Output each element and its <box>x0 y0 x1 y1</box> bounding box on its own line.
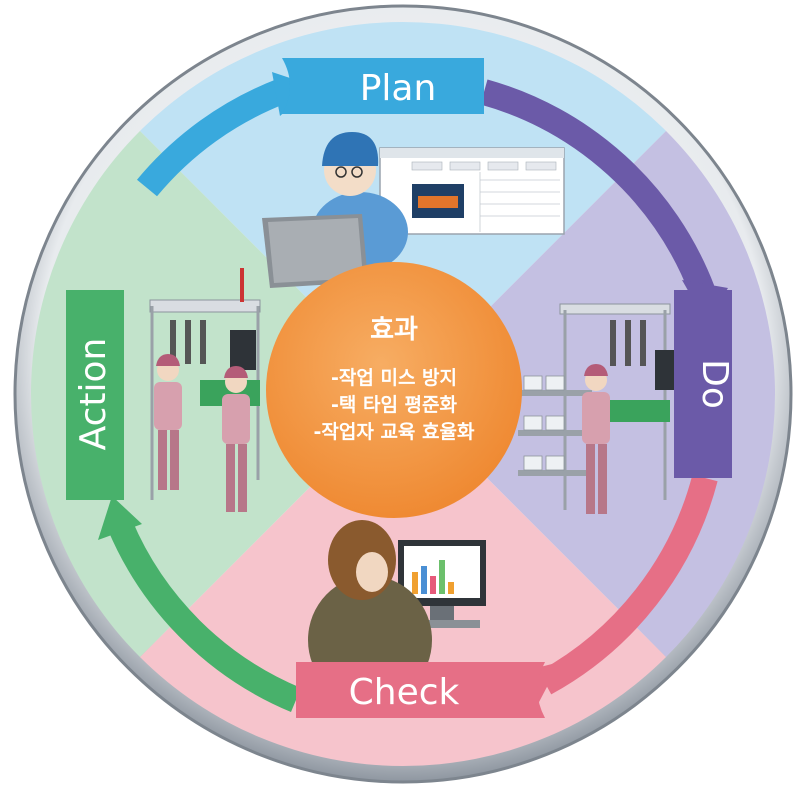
plan-document-window <box>379 147 565 235</box>
action-label: Action <box>73 338 114 451</box>
do-to-check-arrow <box>538 474 718 695</box>
do-label-band <box>674 290 732 478</box>
arrow-head-action <box>98 496 142 540</box>
do-illustration <box>518 303 685 514</box>
action-worker-2 <box>222 394 250 444</box>
center-circle <box>266 262 522 518</box>
action-label-band <box>66 290 124 500</box>
center-item-2: -택 타임 평준화 <box>331 394 458 416</box>
plan-label-band <box>282 58 484 114</box>
action-to-plan-arrow <box>136 78 287 197</box>
plan-illustration <box>262 132 565 288</box>
check-to-action-arrow <box>108 519 302 712</box>
do-worker <box>582 392 610 444</box>
plan-label: Plan <box>360 68 437 109</box>
center-item-3: -작업자 교육 효율화 <box>314 421 475 443</box>
check-label: Check <box>349 672 460 713</box>
stage-label-bands <box>66 58 732 718</box>
station-monitor <box>230 330 256 370</box>
action-illustration <box>149 268 261 512</box>
do-label: Do <box>694 359 735 409</box>
hard-hat-icon <box>322 132 379 166</box>
parts-rack <box>518 375 592 476</box>
cycle-arrows <box>98 72 728 712</box>
center-item-1: -작업 미스 방지 <box>331 367 457 389</box>
signal-tower <box>240 268 244 302</box>
center-title: 효과 <box>370 315 418 345</box>
action-worker-1 <box>154 382 182 430</box>
check-label-band <box>296 662 545 718</box>
plan-to-do-arrow <box>480 79 715 295</box>
